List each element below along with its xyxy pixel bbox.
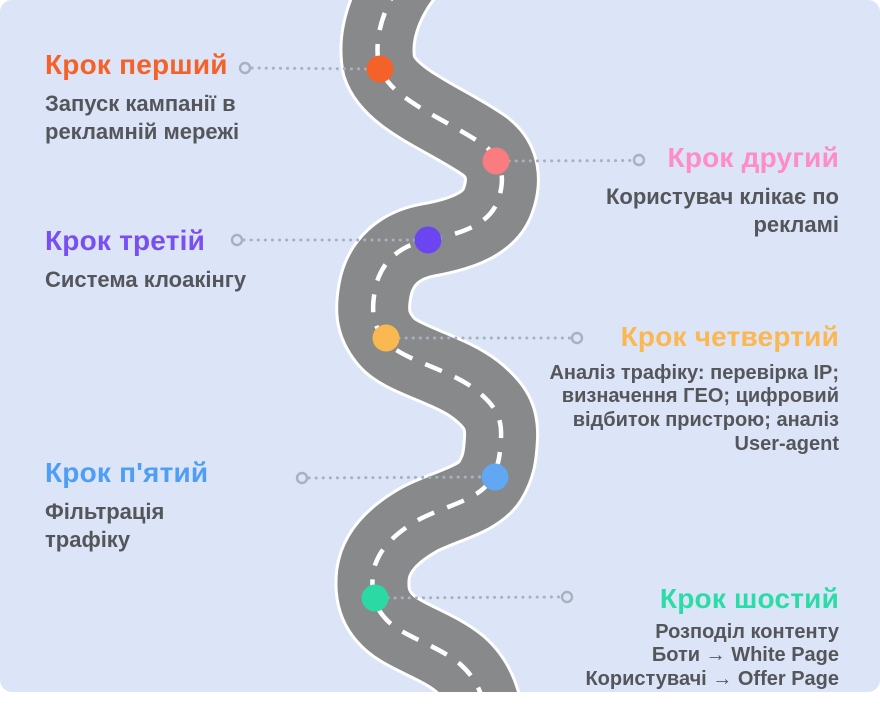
step3-ring	[230, 233, 244, 247]
road-graphic	[230, 0, 646, 692]
step2-ring	[632, 153, 646, 167]
road-lane-marking	[370, 0, 505, 692]
step2-connector	[507, 159, 634, 163]
step3-title: Крок третій	[45, 225, 206, 256]
step5-dot	[481, 463, 509, 491]
step2-title: Крок другий	[667, 142, 839, 173]
step5-ring	[295, 471, 309, 485]
step1-description-line: рекламній мережі	[45, 118, 240, 144]
step6-ring	[560, 590, 574, 604]
step1-block: Крок перший Запуск кампанії в рекламній …	[45, 49, 239, 146]
step5-description: Фільтрація трафіку	[45, 498, 208, 554]
step6-description-line: Користувачі → Offer Page	[585, 667, 839, 690]
step1-title: Крок перший	[45, 49, 228, 80]
step4-dot	[372, 324, 400, 352]
step3-block: Крок третій Система клоакінгу	[45, 225, 246, 294]
step5-description-line: Фільтрація	[45, 498, 165, 524]
step6-connector	[386, 595, 562, 600]
step5-block: Крок п'ятий Фільтрація трафіку	[45, 457, 209, 554]
background-panel: Крок перший Запуск кампанії в рекламній …	[0, 0, 880, 692]
step4-description-line: Аналіз трафіку: перевірка IP;	[549, 361, 839, 384]
step1-dot	[366, 55, 394, 83]
step4-description-line: визначення ГЕО; цифровий	[561, 385, 839, 408]
connector-lines	[242, 66, 634, 600]
step6-title: Крок шостий	[659, 583, 839, 614]
step4-description: Аналіз трафіку: перевірка IP; визначення…	[549, 362, 839, 456]
step4-description-line: User-agent	[734, 432, 839, 455]
step5-connector	[307, 475, 485, 480]
step6-description-line: Боти → White Page	[651, 644, 839, 667]
step1-description-line: Запуск кампанії в	[45, 90, 236, 116]
connector-rings	[230, 61, 646, 604]
step2-block: Крок другий Користувач клікає по рекламі	[606, 142, 839, 239]
step4-ring	[570, 331, 584, 345]
step5-title: Крок п'ятий	[45, 457, 209, 488]
step3-dot	[414, 226, 442, 254]
step2-description-line: Користувач клікає по	[605, 183, 839, 209]
step1-description: Запуск кампанії в рекламній мережі	[45, 90, 239, 146]
step5-description-line: трафіку	[45, 526, 131, 552]
step6-description-line: Розподіл контенту	[655, 620, 839, 643]
step4-title: Крок четвертий	[620, 321, 839, 352]
step3-description: Система клоакінгу	[45, 266, 246, 294]
step1-ring	[238, 61, 252, 75]
step1-connector	[250, 66, 370, 71]
step2-dot	[482, 147, 510, 175]
step2-description-line: рекламі	[753, 211, 839, 237]
step6-dot	[361, 584, 389, 612]
step6-description: Розподіл контенту Боти → White Page Кори…	[585, 621, 839, 692]
step6-block: Крок шостий Розподіл контенту Боти → Whi…	[585, 583, 839, 692]
step4-description-line: відбиток пристрою; аналіз	[572, 408, 839, 431]
step3-description-line: Система клоакінгу	[45, 266, 247, 292]
step4-block: Крок четвертий Аналіз трафіку: перевірка…	[549, 321, 839, 456]
step2-description: Користувач клікає по рекламі	[606, 183, 839, 239]
